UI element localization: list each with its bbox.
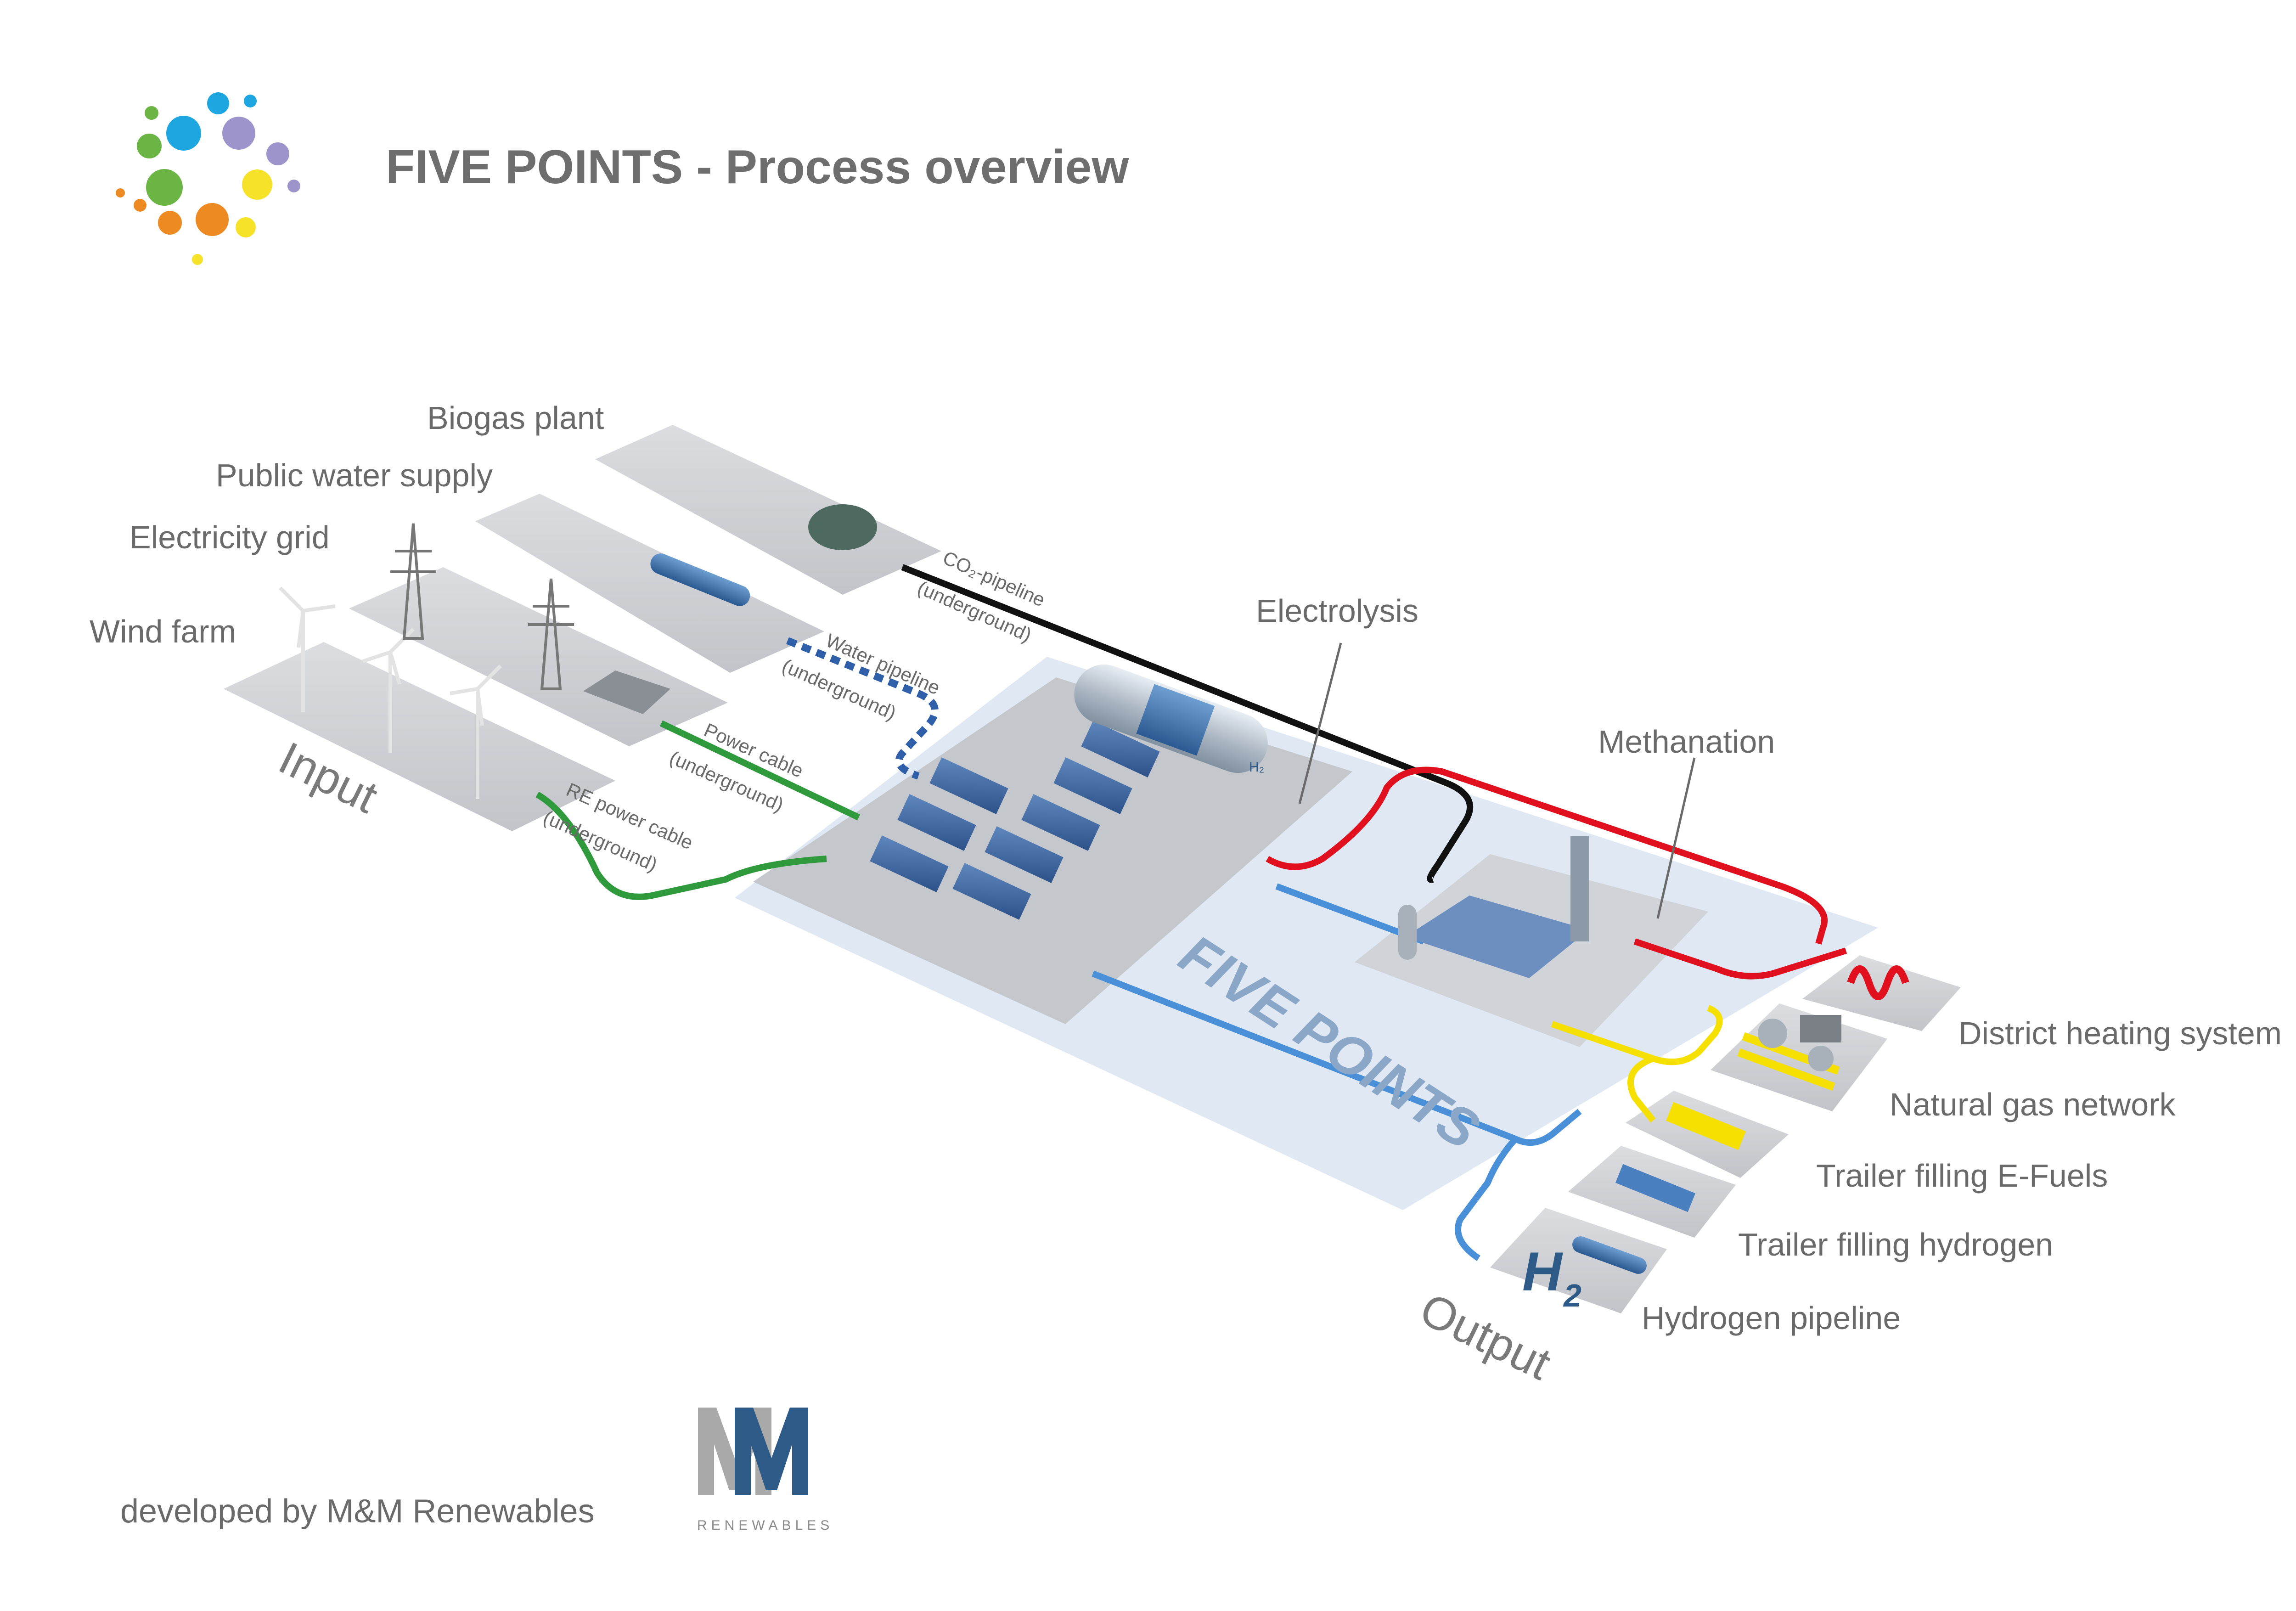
public-water-supply-label: Public water supply (216, 457, 493, 493)
re-power-cable-line (535, 791, 827, 900)
logo-dot (192, 254, 203, 265)
natural-gas-network-label: Natural gas network (1890, 1087, 2176, 1122)
wind-farm-tile (224, 642, 615, 831)
mm-renewables-logo (698, 1408, 808, 1495)
logo-dot (134, 199, 146, 212)
methanation-tower (1570, 836, 1589, 941)
h2-output-badge-sub: 2 (1563, 1278, 1581, 1313)
logo-dot (222, 117, 255, 150)
logo-dot (207, 92, 229, 114)
electrolysis-leader (1298, 642, 1342, 804)
logo-dot (116, 188, 125, 197)
logo-dot (166, 116, 201, 151)
logo-dot (158, 211, 182, 235)
logo-dot (287, 180, 300, 192)
wind-turbines (279, 586, 502, 799)
logo-dot (196, 203, 229, 236)
public-water-supply-tile (475, 494, 824, 673)
page-title: FIVE POINTS - Process overview (386, 141, 1129, 194)
biogas-plant-label: Biogas plant (427, 400, 604, 436)
water-tank (650, 553, 750, 606)
hydrogen-trailer (1615, 1164, 1696, 1212)
wind-farm-label: Wind farm (90, 614, 236, 649)
logo-dot (244, 95, 257, 107)
logo-dot (145, 106, 158, 120)
logo-dot (266, 142, 289, 165)
methanation-label: Methanation (1598, 724, 1775, 760)
h2-output-badge: H (1522, 1241, 1563, 1302)
methanation-leader (1656, 757, 1696, 919)
methanation-vessel (1398, 905, 1417, 960)
logo-dot (146, 169, 183, 206)
brand-subtitle: RENEWABLES (697, 1518, 834, 1533)
logo-dot (242, 169, 272, 200)
power-pylons (390, 523, 574, 690)
water-pipeline-line (786, 637, 939, 780)
hydrogen-pipeline-label: Hydrogen pipeline (1642, 1300, 1901, 1336)
trailer-hydrogen-label: Trailer filling hydrogen (1738, 1227, 2054, 1262)
developed-by-text: developed by M&M Renewables (120, 1493, 595, 1530)
five-points-logo (116, 92, 300, 265)
efuels-trailer (1666, 1102, 1746, 1150)
electrolysis-base (753, 677, 1352, 1024)
gas-pipeline-line (1551, 1005, 1723, 1123)
hydrogen-storage-band (1136, 684, 1215, 756)
district-heating-loops (1847, 965, 1909, 1000)
hydrogen-pipeline-tile (1490, 1208, 1667, 1313)
h2-tank-badge: H₂ (1249, 760, 1264, 775)
electricity-grid-label: Electricity grid (129, 519, 330, 555)
substation-building (583, 670, 670, 714)
co2-pipeline-line (901, 564, 1474, 883)
electrolysis-label: Electrolysis (1256, 593, 1418, 629)
heat-pipeline-line (1266, 766, 1828, 945)
district-heating-label: District heating system (1958, 1015, 2282, 1051)
biogas-plant-tile (595, 425, 941, 595)
h2-pipe-tank (1572, 1236, 1647, 1274)
logo-dot (236, 217, 256, 237)
natural-gas-equipment (1737, 1015, 1841, 1091)
power-cable-line (659, 720, 861, 821)
electrolysis-container-array (870, 721, 1160, 920)
trailer-efuels-label: Trailer filling E-Fuels (1816, 1158, 2108, 1194)
biogas-dome (808, 504, 877, 550)
logo-dot (137, 134, 162, 158)
methanation-reactor (1405, 896, 1589, 978)
heat-return-line (1633, 938, 1847, 980)
